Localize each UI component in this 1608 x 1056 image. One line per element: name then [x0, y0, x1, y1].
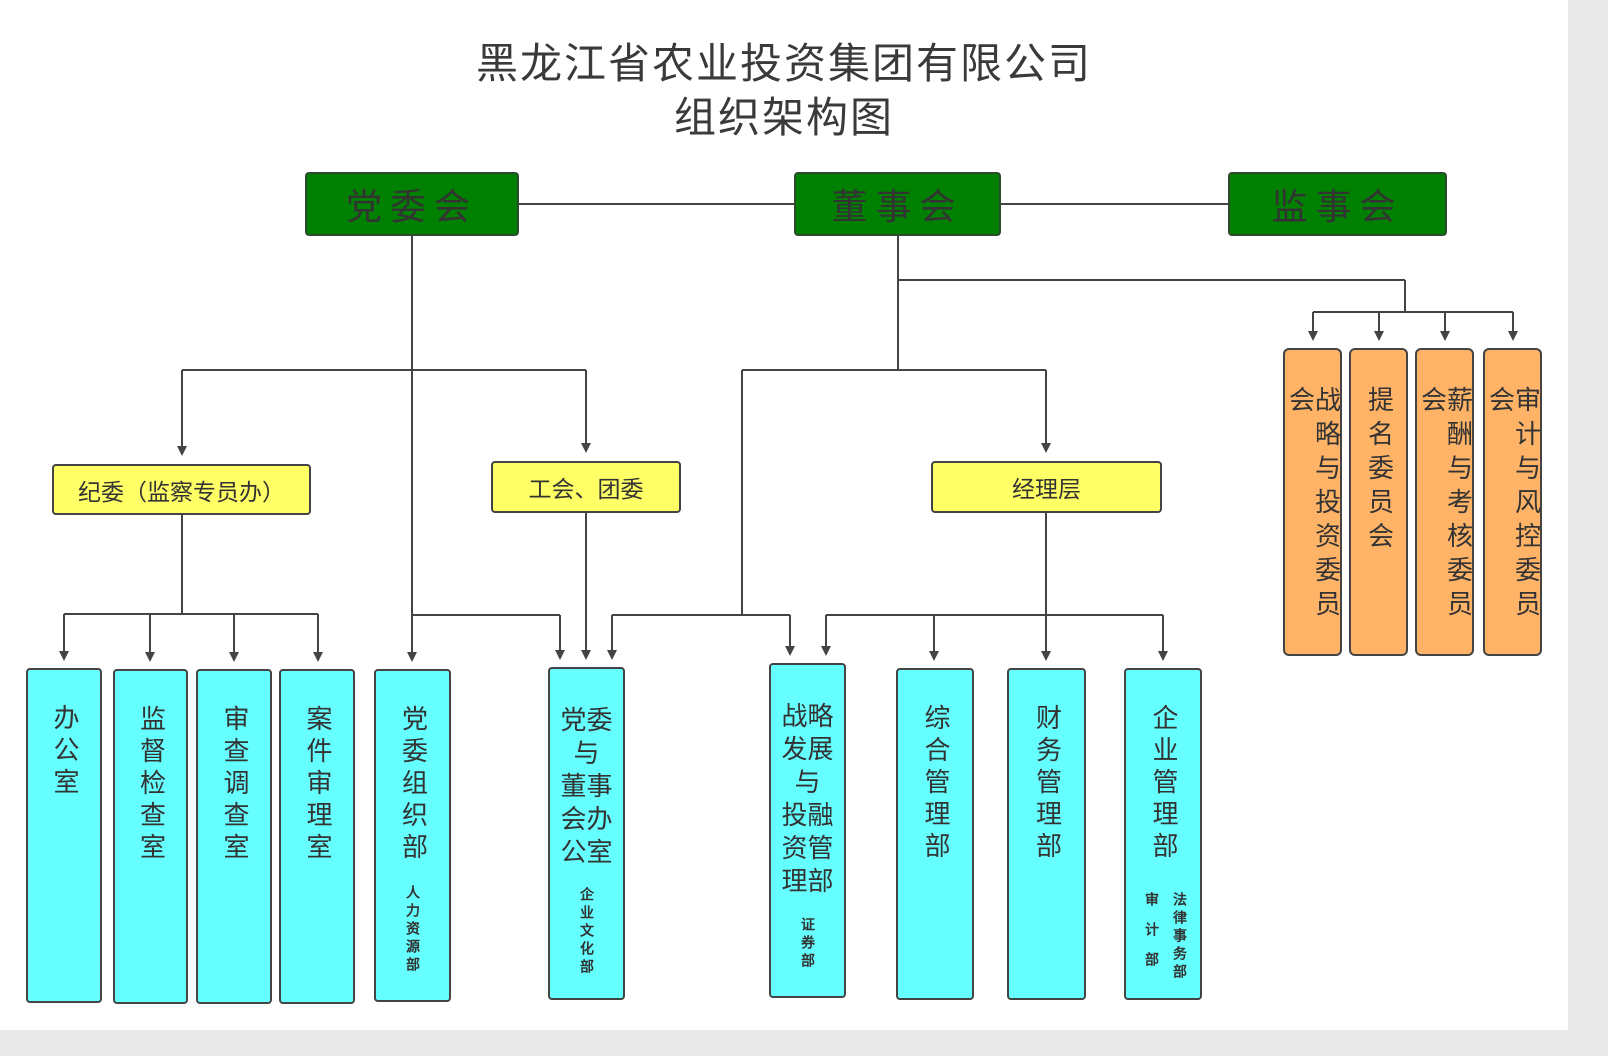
- committee-nomination: 提名委员会: [1349, 348, 1408, 656]
- dept-label: 监督检查室: [135, 705, 166, 865]
- org-chart: 黑龙江省农业投资集团有限公司 组织架构图 党委会 董事会 监事会 纪委（监察专员…: [0, 0, 1568, 1030]
- committee-audit-risk: 审计与风控委员会: [1483, 348, 1542, 656]
- chart-subtitle: 组织架构图: [673, 93, 894, 142]
- dept-label: 企业管理部: [1148, 704, 1178, 864]
- chart-title: 黑龙江省农业投资集团有限公司: [475, 39, 1092, 88]
- dept-sublabel-securities: 证券部: [799, 917, 815, 971]
- dept-label: 办公室: [49, 704, 79, 800]
- dept-label: 综合管理部: [920, 704, 950, 864]
- dept-supervision: 监督检查室: [113, 669, 188, 1004]
- dept-sublabel-legal: 法律事务部: [1171, 892, 1187, 982]
- dept-sublabel-hr: 人力资源部: [404, 885, 420, 975]
- discipline-committee-box: 纪委（监察专员办）: [52, 464, 311, 515]
- dept-label: 党委组织部: [397, 705, 428, 865]
- committee-compensation: 薪酬与考核委员会: [1415, 348, 1474, 656]
- dept-sublabel-audit: 审计部: [1143, 892, 1159, 982]
- dept-label: 审查调查室: [219, 705, 249, 865]
- dept-office: 办公室: [26, 668, 102, 1003]
- dept-enterprise-management: 企业管理部 审计部 法律事务部: [1124, 668, 1202, 1000]
- committee-label: 薪酬与考核委员会: [1416, 386, 1473, 624]
- connector-lines: [59, 203, 1518, 662]
- dept-investigation: 审查调查室: [196, 669, 272, 1004]
- dept-case-review: 案件审理室: [279, 669, 355, 1004]
- union-box: 工会、团委: [491, 461, 681, 513]
- dept-finance: 财务管理部: [1007, 668, 1086, 1000]
- dept-party-organization: 党委组织部 人力资源部: [374, 669, 451, 1002]
- supervisors-box: 监事会: [1228, 172, 1447, 236]
- dept-label: 案件审理室: [302, 705, 332, 865]
- committee-label: 审计与风控委员会: [1484, 386, 1541, 624]
- party-committee-box: 党委会: [305, 172, 519, 236]
- dept-party-board-office: 党委 与 董事 会办 公室 企业文化部: [548, 667, 625, 1000]
- dept-sublabel-culture: 企业文化部: [578, 887, 594, 977]
- management-box: 经理层: [931, 461, 1162, 513]
- board-box: 董事会: [794, 172, 1001, 236]
- committee-label: 提名委员会: [1363, 386, 1394, 556]
- dept-label: 财务管理部: [1031, 704, 1062, 864]
- dept-label: 党委 与 董事 会办 公室: [560, 706, 613, 868]
- committee-label: 战略与投资委员会: [1284, 386, 1341, 624]
- committee-strategy: 战略与投资委员会: [1283, 348, 1342, 656]
- dept-general-management: 综合管理部: [896, 668, 974, 1000]
- dept-strategy-investment: 战略 发展 与 投融 资管 理部 证券部: [769, 663, 846, 998]
- dept-label: 战略 发展 与 投融 资管 理部: [781, 702, 834, 897]
